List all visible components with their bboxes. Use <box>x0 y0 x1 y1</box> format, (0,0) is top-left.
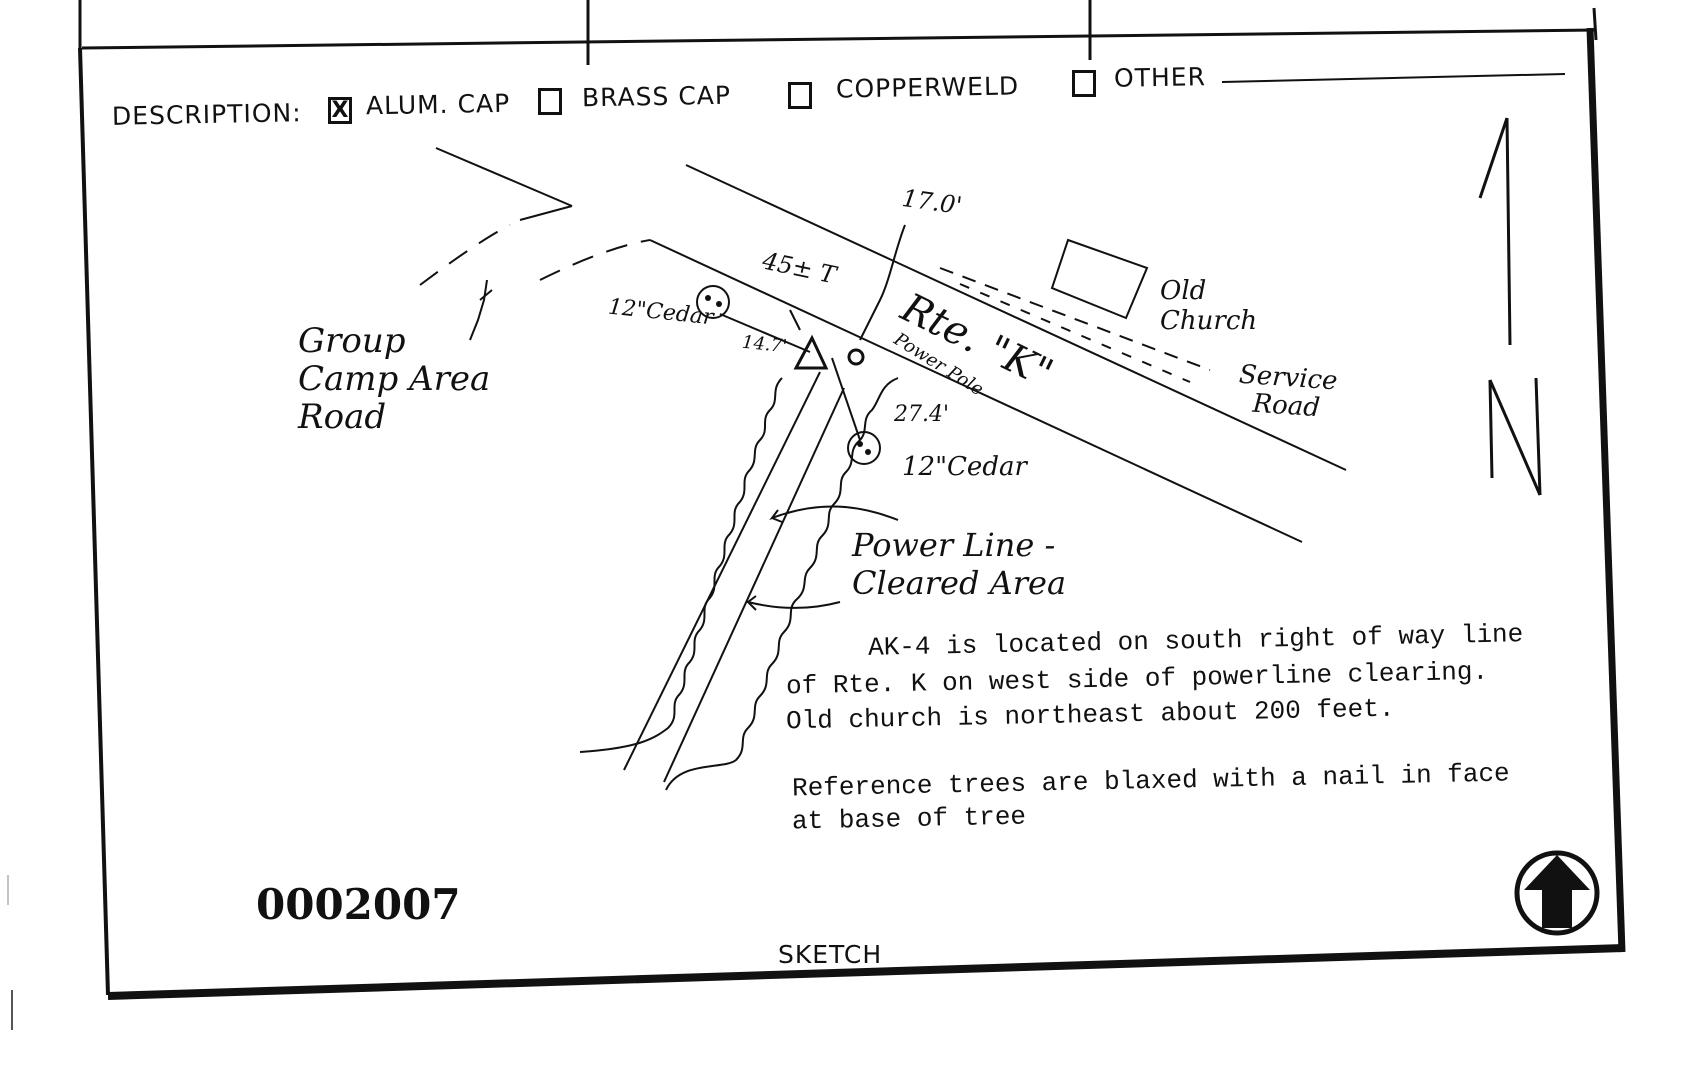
description-label: DESCRIPTION: <box>111 98 302 131</box>
copperweld-label: COPPERWELD <box>835 71 1020 104</box>
label-service-road: Service Road <box>1238 359 1339 424</box>
station-mark-icon <box>793 334 829 370</box>
label-old-church: Old Church <box>1160 276 1258 336</box>
tie-lines <box>719 224 906 441</box>
north-arrow-icon <box>1478 117 1542 496</box>
brass-cap-label: BRASS CAP <box>581 80 732 113</box>
brass-cap-checkbox[interactable] <box>538 88 562 115</box>
other-checkbox[interactable] <box>1072 70 1096 97</box>
group-camp-road <box>419 147 651 341</box>
rte-k-road <box>649 164 1347 543</box>
copperweld-checkbox[interactable] <box>788 82 812 109</box>
label-power-line-cleared-area: Power Line - Cleared Area <box>852 526 1067 602</box>
note-line-5: at base of tree <box>791 801 1027 837</box>
alum-cap-checkbox[interactable]: X <box>328 97 352 124</box>
up-arrow-icon <box>1514 850 1600 936</box>
label-group-camp-road: Group Camp Area Road <box>298 321 491 437</box>
other-label: OTHER <box>1113 62 1207 93</box>
alum-cap-label: ALUM. CAP <box>365 88 511 121</box>
other-blank-line <box>1221 73 1566 83</box>
powerline-clearing <box>579 371 899 791</box>
cedar-tree-1-icon <box>696 285 730 319</box>
sketch-frame <box>78 27 1626 1000</box>
sketch-caption: SKETCH <box>778 940 883 969</box>
power-pole-icon <box>847 348 865 366</box>
label-cedar-2: 12"Cedar <box>902 452 1027 482</box>
label-27-ft: 27.4' <box>894 402 950 427</box>
form-grid <box>78 0 1598 65</box>
old-church-box <box>1050 238 1149 320</box>
document-number: 0002007 <box>256 880 461 929</box>
service-road <box>939 267 1211 371</box>
